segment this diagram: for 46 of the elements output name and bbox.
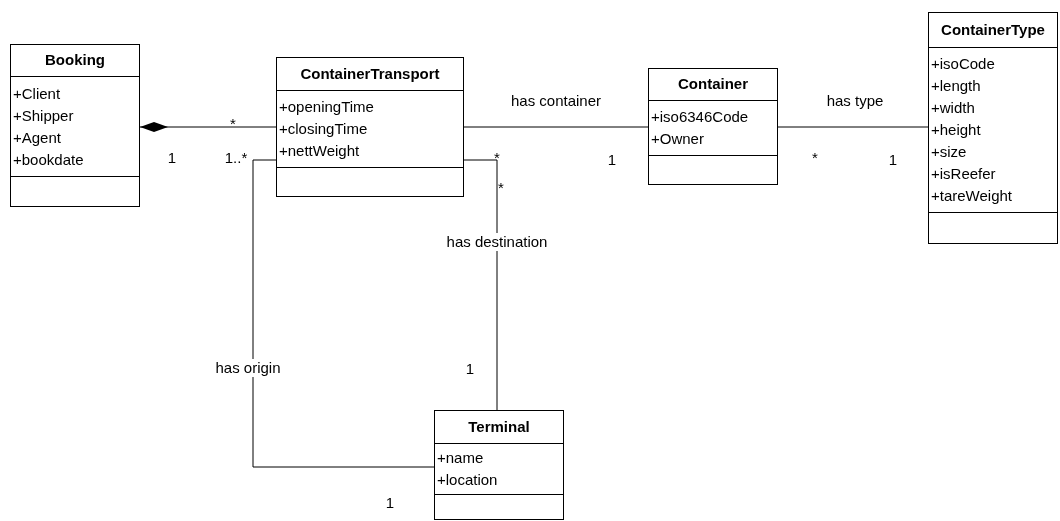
attribute-text: +name	[437, 448, 485, 468]
multiplicity-label: 1	[465, 360, 475, 378]
class-box	[276, 57, 464, 197]
multiplicity-label: 1	[167, 149, 177, 167]
edge-label: has origin	[215, 359, 281, 377]
class-box	[648, 68, 778, 185]
attribute-text: +bookdate	[13, 149, 85, 170]
attribute-text: +closingTime	[279, 119, 369, 139]
association-line	[463, 159, 498, 411]
association-line	[252, 159, 435, 468]
multiplicity-label: *	[812, 149, 818, 167]
class-box	[434, 410, 564, 520]
attribute-text: +openingTime	[279, 97, 375, 117]
association-line	[777, 126, 929, 128]
attribute-text: +Owner	[651, 129, 705, 149]
composition-line	[139, 122, 277, 132]
attribute-text: +tareWeight	[931, 186, 1014, 206]
attribute-text: +width	[931, 98, 976, 118]
association-line	[463, 126, 649, 128]
multiplicity-label: 1	[888, 151, 898, 169]
multiplicity-label: *	[230, 115, 236, 133]
edge-label: has destination	[446, 233, 548, 251]
attribute-text: +iso6346Code	[651, 107, 750, 127]
class-name: ContainerTransport	[300, 63, 440, 84]
edge-label: has type	[826, 92, 884, 110]
class-name: Booking	[45, 50, 105, 71]
multiplicity-label: *	[494, 149, 500, 167]
multiplicity-label: 1..*	[224, 149, 248, 167]
attribute-text: +size	[931, 142, 968, 162]
attribute-text: +isoCode	[931, 54, 996, 74]
attribute-text: +length	[931, 76, 982, 96]
attribute-text: +Client	[13, 83, 62, 104]
attribute-text: +isReefer	[931, 164, 997, 184]
attribute-text: +height	[931, 120, 982, 140]
attribute-text: +Shipper	[13, 105, 75, 126]
class-name: Terminal	[468, 416, 530, 437]
class-box	[928, 12, 1058, 244]
multiplicity-label: 1	[385, 494, 395, 512]
class-box	[10, 44, 140, 207]
multiplicity-label: *	[498, 179, 504, 197]
attribute-text: +nettWeight	[279, 141, 361, 161]
multiplicity-label: 1	[607, 151, 617, 169]
attribute-text: +location	[437, 470, 499, 490]
class-name: ContainerType	[941, 19, 1045, 40]
class-name: Container	[678, 74, 748, 95]
attribute-text: +Agent	[13, 127, 62, 148]
